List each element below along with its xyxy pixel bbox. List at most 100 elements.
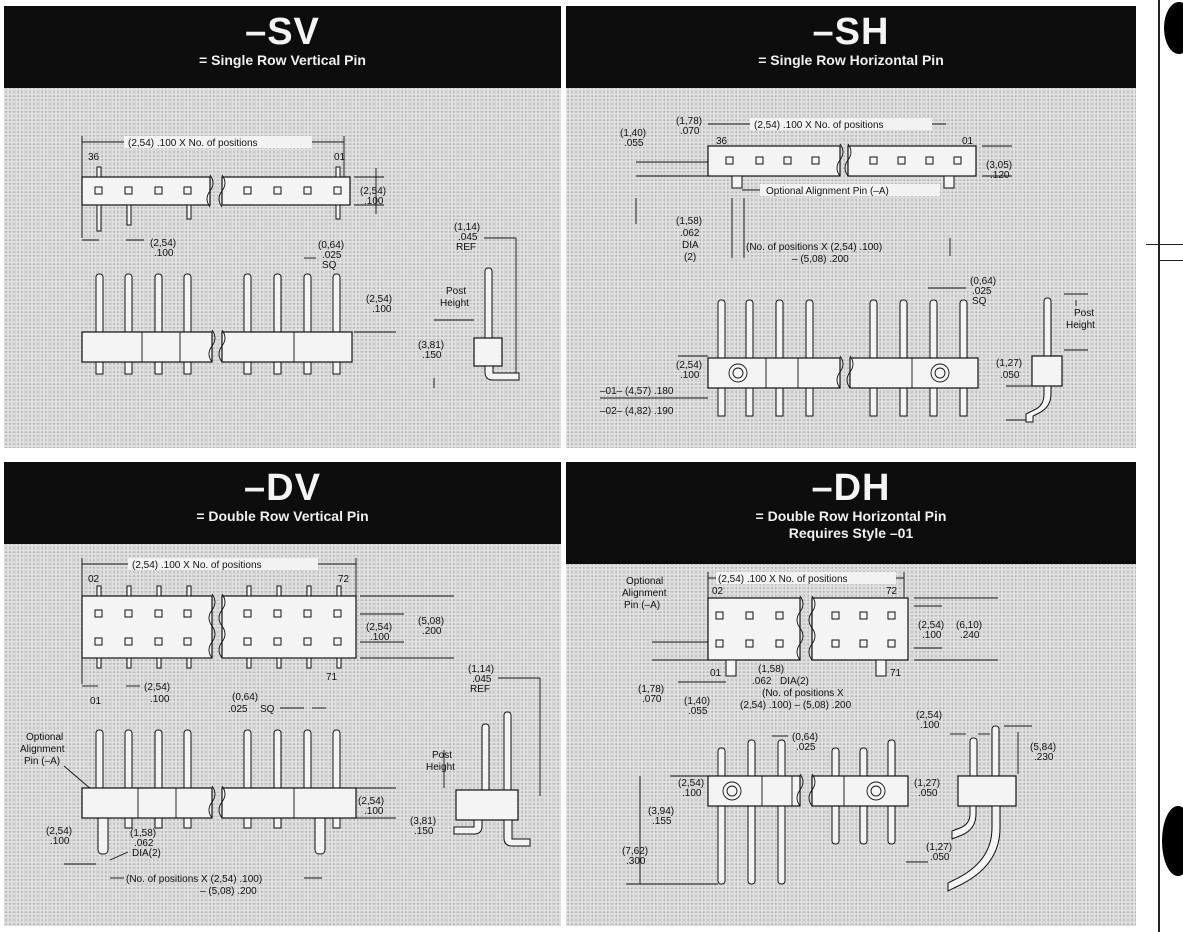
dh-pos-a: 01 xyxy=(710,668,722,679)
sh-off-in: .050 xyxy=(1000,370,1020,381)
dh-row-mm: (2,54) xyxy=(918,620,944,631)
sv-ref-in: .045 xyxy=(458,232,478,243)
dv-pos-a: 01 xyxy=(90,696,102,707)
dv-h-mm: (5,08) xyxy=(418,616,444,627)
dv-ref-in: .045 xyxy=(472,674,492,685)
dh-a-mm: (1,78) xyxy=(638,684,664,695)
dv-align2: Alignment xyxy=(20,744,65,755)
sh-dia-qty: (2) xyxy=(684,252,696,263)
dh-h-in: .240 xyxy=(960,630,980,641)
style-desc-dh: = Double Row Horizontal Pin xyxy=(755,508,947,524)
dh-dim-positions: (2,54) .100 X No. of positions xyxy=(718,574,848,585)
sh-pos-formula: (No. of positions X (2,54) .100) xyxy=(746,242,882,253)
dh-pin-squares xyxy=(715,611,896,648)
sh-sq-mm: (0,64) xyxy=(970,276,996,287)
page-edge-rule-mid xyxy=(1160,260,1183,261)
panel-dh: –DH = Double Row Horizontal Pin Requires… xyxy=(566,462,1136,926)
sh-pos-first: 36 xyxy=(716,136,728,147)
dh-align2: Alignment xyxy=(622,588,667,599)
sv-pin-squares xyxy=(94,186,342,195)
dv-sq-mm: (0,64) xyxy=(232,692,258,703)
style-desc-dv: = Double Row Vertical Pin xyxy=(196,508,369,524)
sh-pin-squares xyxy=(725,156,962,165)
dh-total-in: .300 xyxy=(626,856,646,867)
dh-sq-mm: (0,64) xyxy=(792,732,818,743)
sv-sq-in: .025 xyxy=(322,250,342,261)
sv-sq-mm: (0,64) xyxy=(318,240,344,251)
sv-pitch-mm: (2,54) xyxy=(150,238,176,249)
sh-post: Post xyxy=(1074,308,1094,319)
dh-tail-mm: (3,94) xyxy=(648,806,674,817)
sh-body-in: .100 xyxy=(680,370,700,381)
dv-pos-last: 72 xyxy=(338,574,350,585)
dv-post: Post xyxy=(432,750,452,761)
dv-tail-in: .150 xyxy=(414,826,434,837)
dv-dim-positions: (2,54) .100 X No. of positions xyxy=(132,560,262,571)
dh-dia-in: .062 xyxy=(752,676,772,687)
page-edge-rule-top xyxy=(1146,244,1183,245)
dv-dia-label: DIA(2) xyxy=(132,848,161,859)
dh-sq-in: .025 xyxy=(796,742,816,753)
sv-height: Height xyxy=(440,298,469,309)
sv-ref-mm: (1,14) xyxy=(454,222,480,233)
dh-h-mm: (6,10) xyxy=(956,620,982,631)
sh-a-in: .055 xyxy=(624,138,644,149)
drawing-sv: (2,54) .100 X No. of positions 36 01 (2,… xyxy=(81,136,520,388)
sh-side-pins xyxy=(717,299,968,417)
dv-row-mm: (2,54) xyxy=(366,622,392,633)
sv-tail-mm: (3,81) xyxy=(418,340,444,351)
sv-post: Post xyxy=(446,286,466,297)
dv-dia-in: .062 xyxy=(134,838,154,849)
dv-tail-mm: (3,81) xyxy=(410,816,436,827)
dv-h-in: .200 xyxy=(422,626,442,637)
panel-sh: –SH = Single Row Horizontal Pin (1,40) .… xyxy=(566,6,1136,448)
dh-a-in: .070 xyxy=(642,694,662,705)
sh-h-mm: (3,05) xyxy=(986,160,1012,171)
sh-pos-formula2: – (5,08) .200 xyxy=(792,254,849,265)
sh-align-pin: Optional Alignment Pin (–A) xyxy=(766,186,889,197)
style-code-sv: –SV xyxy=(245,11,320,53)
sv-body-in: .100 xyxy=(372,304,392,315)
dv-ref-label: REF xyxy=(470,684,490,695)
sv-pitch-in: .100 xyxy=(154,248,174,259)
banner-dh: –DH = Double Row Horizontal Pin Requires… xyxy=(566,462,1136,564)
style-code-sh: –SH xyxy=(812,11,890,53)
sv-tail-in: .150 xyxy=(422,350,442,361)
dv-pos-b: 71 xyxy=(326,672,338,683)
dv-body-mm: (2,54) xyxy=(358,796,384,807)
sv-dim-positions: (2,54) .100 X No. of positions xyxy=(128,138,258,149)
dv-sq-label: SQ xyxy=(260,704,275,715)
sh-body-mm: (2,54) xyxy=(676,360,702,371)
banner-sv: –SV = Single Row Vertical Pin xyxy=(4,6,561,88)
style-desc-sh: = Single Row Horizontal Pin xyxy=(758,52,944,68)
dv-pos-formula2: – (5,08) .200 xyxy=(200,886,257,897)
sh-dia-in: .062 xyxy=(680,228,700,239)
dh-b-in: .055 xyxy=(688,706,708,717)
sv-sq-label: SQ xyxy=(322,260,337,271)
sh-a-mm: (1,40) xyxy=(620,128,646,139)
sh-pos-last: 01 xyxy=(962,136,974,147)
dh-pos-last: 72 xyxy=(886,586,898,597)
drawing-dh: Optional Alignment Pin (–A) (2,54) .100 … xyxy=(622,572,1056,892)
dh-post-in: .230 xyxy=(1034,752,1054,763)
dh-pitch-in: .100 xyxy=(920,720,940,731)
dh-dia-mm: (1,58) xyxy=(758,664,784,675)
dv-pin-squares xyxy=(94,609,342,646)
dh-side-pins xyxy=(717,739,896,885)
dh-align3: Pin (–A) xyxy=(624,600,660,611)
page-edge-line xyxy=(1158,0,1160,932)
dh-b-mm: (1,40) xyxy=(684,696,710,707)
sh-off-mm: (1,27) xyxy=(996,358,1022,369)
dv-pitch-in: .100 xyxy=(150,694,170,705)
dh-pos-formula2: (2,54) .100) – (5,08) .200 xyxy=(740,700,852,711)
sh-b-in: .070 xyxy=(680,126,700,137)
dv-align3: Pin (–A) xyxy=(24,756,60,767)
dh-pos-first: 02 xyxy=(712,586,724,597)
banner-sh: –SH = Single Row Horizontal Pin xyxy=(566,6,1136,88)
dv-pos-formula: (No. of positions X (2,54) .100) xyxy=(126,874,262,885)
dv-off-in: .100 xyxy=(50,836,70,847)
dh-body-mm: (2,54) xyxy=(678,778,704,789)
sh-sq-in: .025 xyxy=(972,286,992,297)
sv-h-mm: (2,54) xyxy=(360,186,386,197)
thumb-tab-bottom xyxy=(1162,806,1183,876)
